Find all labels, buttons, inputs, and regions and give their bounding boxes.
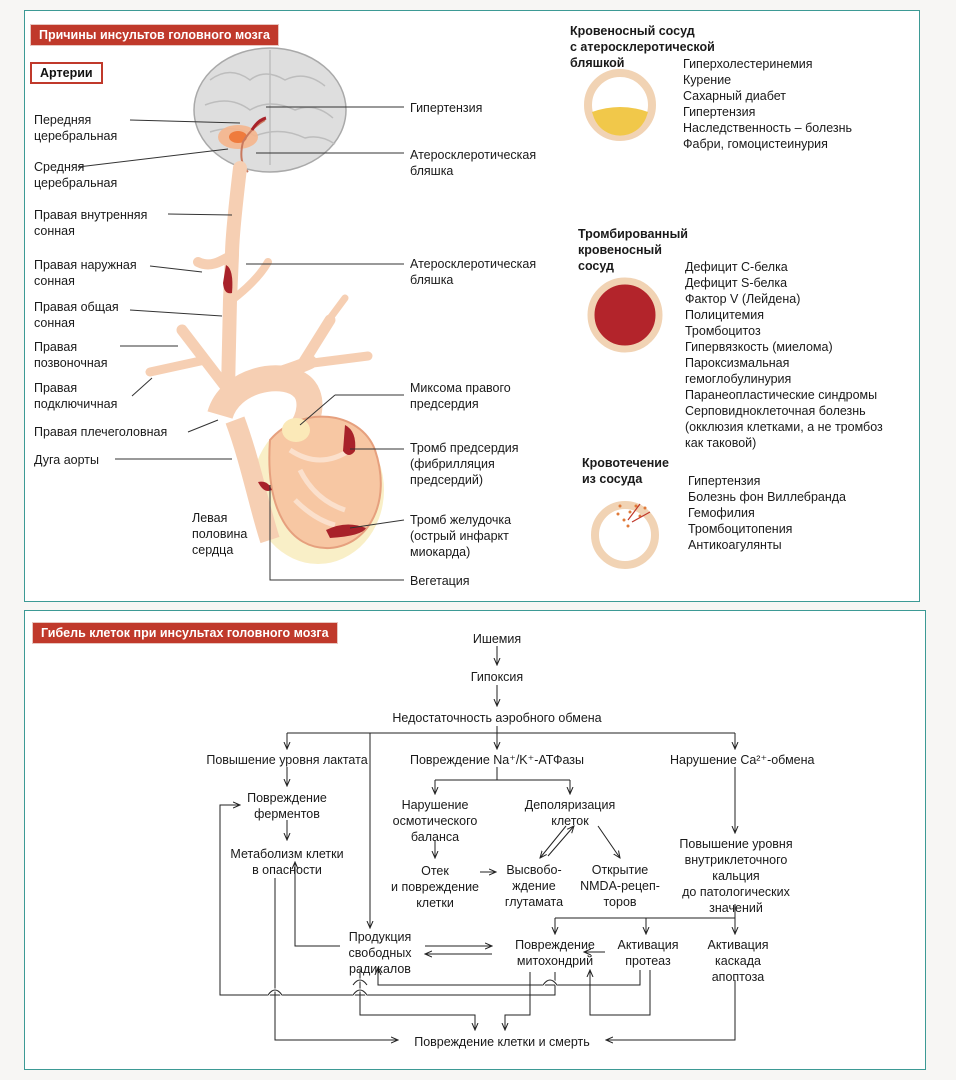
node-depolarization: Деполяризация клеток xyxy=(524,798,616,828)
list-item: Пароксизмальная xyxy=(685,356,790,370)
list-item: Сахарный диабет xyxy=(683,89,786,103)
label-brachiocephalic: Правая плечеголовная xyxy=(34,425,168,439)
list-item: Тромбоцитоз xyxy=(685,324,761,338)
vessel-bleeding-icon xyxy=(591,501,659,569)
node-cell-death: Повреждение клетки и смерть xyxy=(414,1035,590,1049)
node-atpase: Повреждение Na⁺/K⁺-АТФазы xyxy=(409,753,585,767)
label-ventricular-thrombus: Тромб желудочка (острый инфаркт миокарда… xyxy=(410,513,512,559)
label-internal-carotid: Правая внутренняя сонная xyxy=(34,208,148,238)
list-item: Болезнь фон Виллебранда xyxy=(688,490,847,504)
list-item: Дефицит S-белка xyxy=(685,276,788,290)
node-ischemia: Ишемия xyxy=(472,632,522,646)
causes-panel xyxy=(24,10,920,602)
list-item: (окклюзия клетками, а не тромбоз xyxy=(685,420,883,434)
node-apoptosis: Активация каскада апоптоза xyxy=(707,938,769,984)
label-subclavian: Правая подключичная xyxy=(34,381,118,411)
causes-title: Причины инсультов головного мозга xyxy=(30,24,279,46)
vessel-thrombus-heading: Тромбированный кровеносный сосуд xyxy=(578,227,688,273)
node-hypoxia: Гипоксия xyxy=(470,670,524,684)
list-item: Паранеопластические синдромы xyxy=(685,388,878,402)
label-vertebral: Правая позвоночная xyxy=(34,340,108,370)
label-myxoma: Миксома правого предсердия xyxy=(410,381,511,411)
vessel-bleeding-list: Гипертензия Болезнь фон Виллебранда Гемо… xyxy=(688,473,846,553)
label-vegetation: Вегетация xyxy=(410,574,470,588)
label-aortic-arch: Дуга аорты xyxy=(34,453,99,467)
node-aerobic: Недостаточность аэробного обмена xyxy=(392,711,602,725)
node-calcium: Нарушение Ca²⁺-обмена xyxy=(670,753,815,767)
vessel-bleeding-heading: Кровотечение из сосуда xyxy=(582,456,669,486)
vessel-thrombus-icon xyxy=(587,277,663,353)
label-middle-cerebral: Средняя церебральная xyxy=(34,160,118,190)
list-item: Серповидноклеточная болезнь xyxy=(685,404,866,418)
list-item: Полицитемия xyxy=(685,308,764,322)
vessel-plaque-icon xyxy=(584,69,656,141)
list-item: Наследственность – болезнь xyxy=(683,121,853,135)
heart-illustration xyxy=(225,415,384,564)
node-mitochondria: Повреждение митохондрий xyxy=(515,938,595,968)
label-common-carotid: Правая общая сонная xyxy=(34,300,119,330)
label-external-carotid: Правая наружная сонная xyxy=(34,258,137,288)
node-edema: Отек и повреждение клетки xyxy=(390,864,480,910)
cell-death-title: Гибель клеток при инсультах головного мо… xyxy=(32,622,338,644)
node-glutamate: Высвобо- ждение глутамата xyxy=(504,863,564,909)
list-item: Фабри, гомоцистеинурия xyxy=(683,137,828,151)
node-osmotic: Нарушение осмотического баланса xyxy=(392,798,478,844)
list-item: Фактор V (Лейдена) xyxy=(685,292,801,306)
arteries-badge: Артерии xyxy=(30,62,103,84)
list-item: Дефицит С-белка xyxy=(685,260,788,274)
list-item: Курение xyxy=(683,73,732,87)
brain-illustration xyxy=(193,47,347,173)
node-metabolism: Метаболизм клетки в опасности xyxy=(230,847,344,877)
node-proteases: Активация протеаз xyxy=(617,938,679,968)
label-left-heart: Левая половина сердца xyxy=(192,511,248,557)
list-item: гемоглобулинурия xyxy=(685,372,792,386)
vessel-plaque-heading: Кровеносный сосуд с атеросклеротической … xyxy=(570,24,715,70)
label-plaque-carotid: Атеросклеротическая бляшка xyxy=(410,257,537,287)
label-atrial-thrombus: Тромб предсердия (фибрилляция предсердий… xyxy=(410,441,519,487)
list-item: Гипертензия xyxy=(683,105,756,119)
node-calcium-rise: Повышение уровня внутриклеточного кальци… xyxy=(679,837,793,915)
label-hypertension: Гипертензия xyxy=(410,101,483,115)
list-item: Тромбоцитопения xyxy=(688,522,793,536)
list-item: Гиперхолестеринемия xyxy=(683,57,813,71)
list-item: Антикоагулянты xyxy=(688,538,782,552)
cell-death-panel xyxy=(24,610,926,1070)
list-item: Гипервязкость (миелома) xyxy=(685,340,833,354)
node-lactate: Повышение уровня лактата xyxy=(206,753,368,767)
node-nmda: Открытие NMDA-рецеп- торов xyxy=(580,863,660,909)
vessel-thrombus-list: Дефицит С-белка Дефицит S-белка Фактор V… xyxy=(685,259,883,451)
list-item: как таковой) xyxy=(685,436,757,450)
list-item: Гипертензия xyxy=(688,474,761,488)
vessel-plaque-list: Гиперхолестеринемия Курение Сахарный диа… xyxy=(683,56,852,152)
list-item: Гемофилия xyxy=(688,506,755,520)
node-enzymes: Повреждение ферментов xyxy=(247,791,327,821)
label-anterior-cerebral: Передняя церебральная xyxy=(34,113,118,143)
label-plaque-brain: Атеросклеротическая бляшка xyxy=(410,148,537,178)
node-radicals: Продукция свободных радикалов xyxy=(348,930,412,976)
